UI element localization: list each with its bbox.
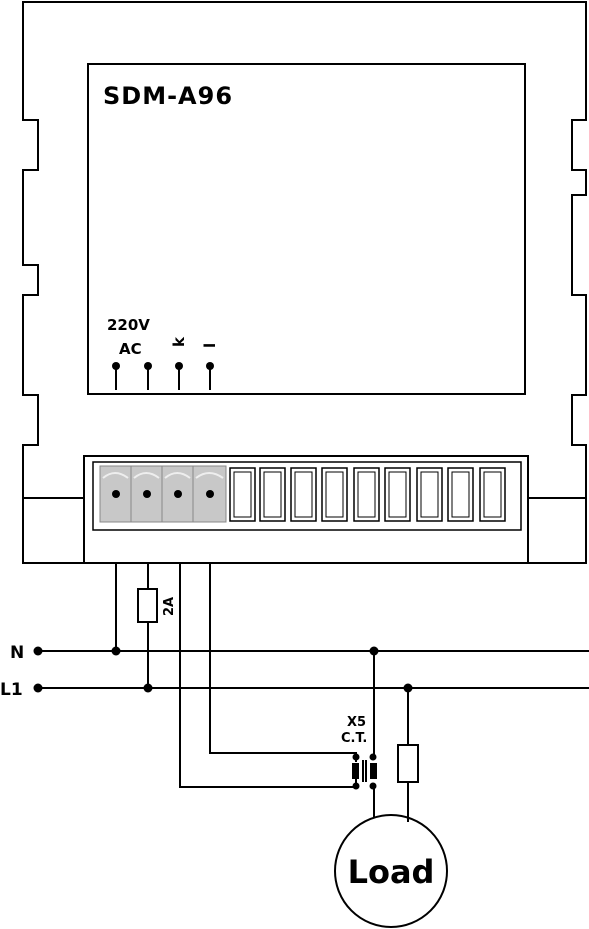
supply-ac-label: AC [119,340,142,358]
live-label: L1 [0,680,23,700]
wire-terminal4-ct [209,563,357,762]
terminal-strip [92,461,522,531]
load-label: Load [348,853,435,891]
junction-neutral-meter [111,646,121,656]
load-circle [334,814,448,928]
window-pins [112,362,214,390]
ct-l-label: l [201,343,219,348]
ct-k-label: k [170,336,188,347]
supply-voltage-label: 220V [107,316,150,334]
current-transformer [352,753,377,790]
model-title: SDM-A96 [103,82,233,110]
used-terminals [99,465,227,523]
load-fuse-symbol [397,744,419,783]
neutral-label: N [10,643,24,663]
display-window [87,63,526,395]
fuse-symbol [137,588,158,623]
ct-name-label: C.T. [341,731,367,746]
meter-body-outline [22,1,587,564]
fuse-rating-label: 2A [162,597,177,616]
junction-live-meter [143,683,153,693]
ct-ratio-label: X5 [347,715,366,730]
terminal-block [83,455,529,564]
unused-terminals [229,467,506,522]
